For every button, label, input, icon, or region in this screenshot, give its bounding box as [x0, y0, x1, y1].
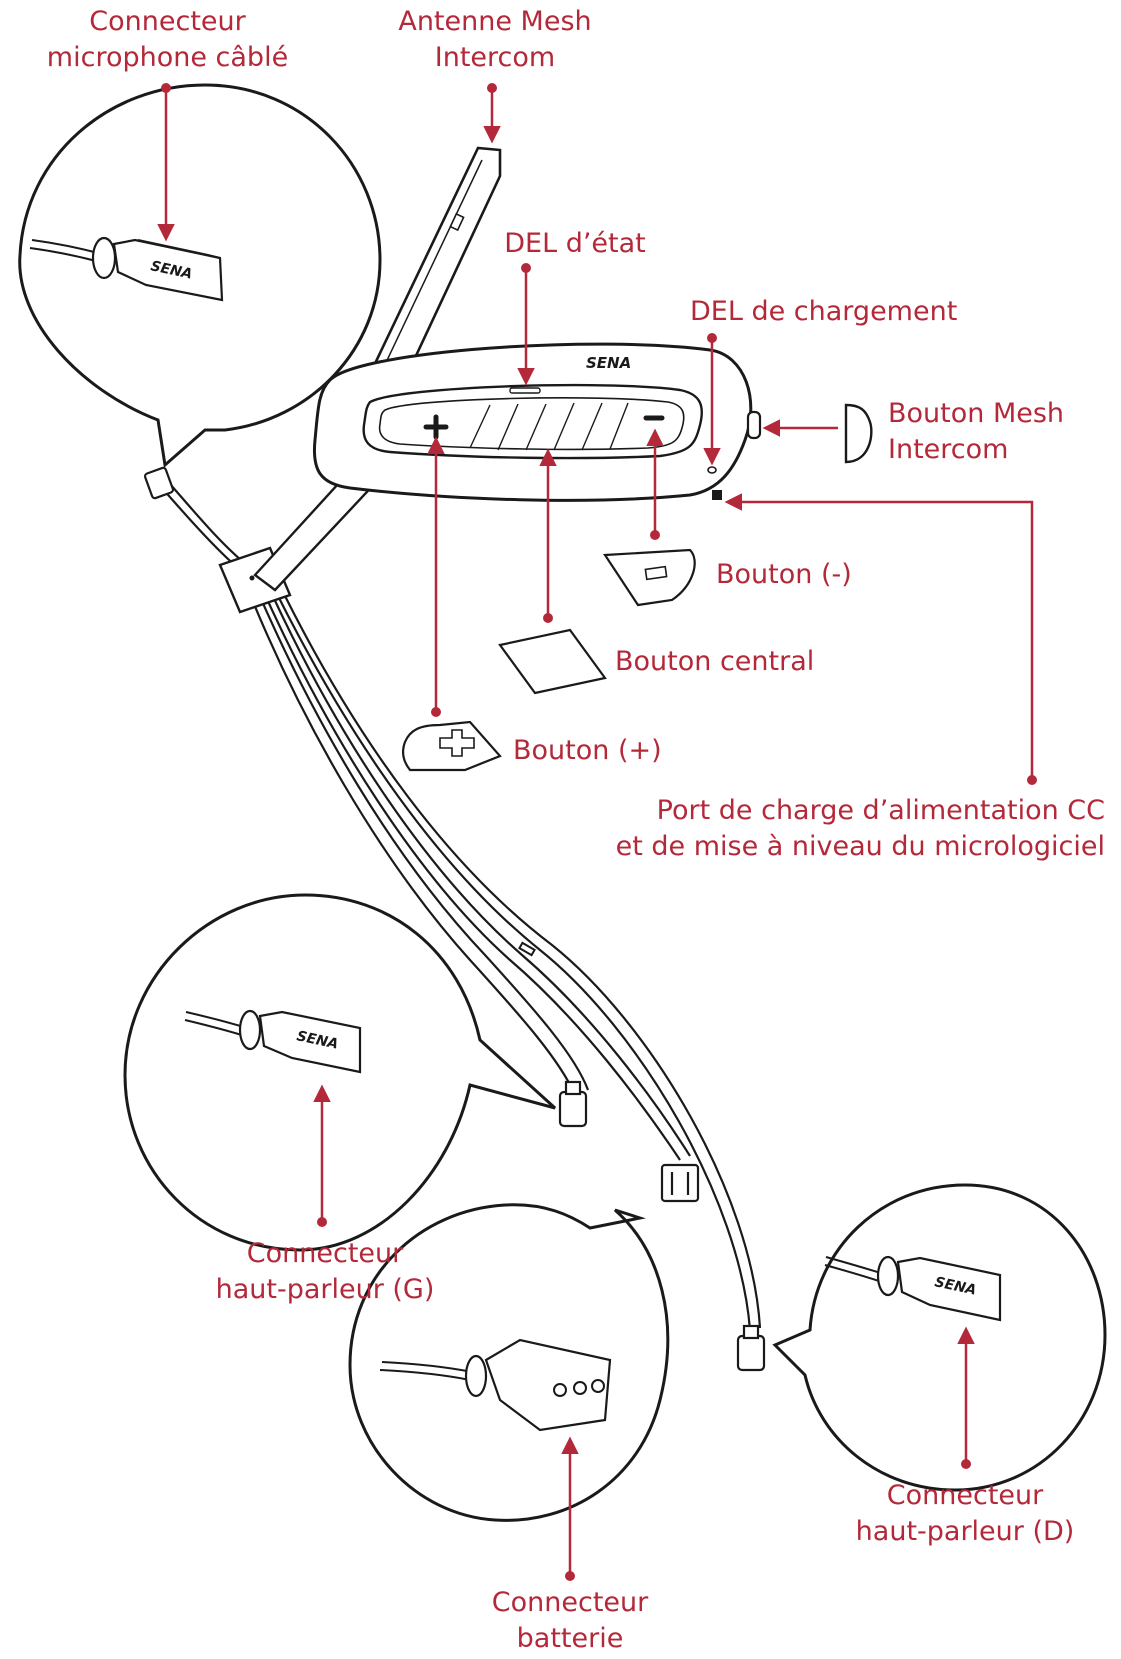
center-button-part: [500, 630, 605, 693]
plus-button-part: [403, 722, 500, 770]
label-plus-button: Bouton (+): [513, 733, 662, 769]
battery-plug: [662, 1165, 698, 1201]
minus-button-part: [605, 550, 695, 605]
label-minus-button: Bouton (-): [716, 557, 852, 593]
mesh-button-part: [846, 405, 871, 462]
status-led-icon: [510, 388, 540, 393]
right-speaker-plug: [738, 1326, 764, 1370]
label-right-speaker: Connecteur haut-parleur (D): [840, 1478, 1090, 1550]
label-mesh-antenna: Antenne Mesh Intercom: [380, 4, 610, 76]
label-center-button: Bouton central: [615, 644, 814, 680]
main-unit: SENA: [314, 344, 760, 500]
label-dc-port: Port de charge d’alimentation CC et de m…: [560, 793, 1105, 865]
label-charge-led: DEL de chargement: [690, 294, 957, 330]
label-battery: Connecteur batterie: [460, 1585, 680, 1657]
mesh-button-nub: [748, 412, 760, 438]
mic-cable-plug: [144, 467, 174, 499]
charging-led-icon: [708, 467, 716, 473]
right-speaker-callout: SENA: [775, 1185, 1105, 1490]
label-mic-connector: Connecteur microphone câblé: [40, 4, 295, 76]
dc-port-icon: [712, 490, 722, 500]
left-speaker-plug: [560, 1082, 586, 1126]
label-mesh-button: Bouton Mesh Intercom: [888, 396, 1064, 468]
leader-mesh-antenna: [487, 83, 497, 140]
label-status-led: DEL d’état: [485, 226, 665, 262]
label-left-speaker: Connecteur haut-parleur (G): [200, 1236, 450, 1308]
left-speaker-callout: SENA: [125, 895, 555, 1250]
svg-text:SENA: SENA: [586, 354, 631, 372]
